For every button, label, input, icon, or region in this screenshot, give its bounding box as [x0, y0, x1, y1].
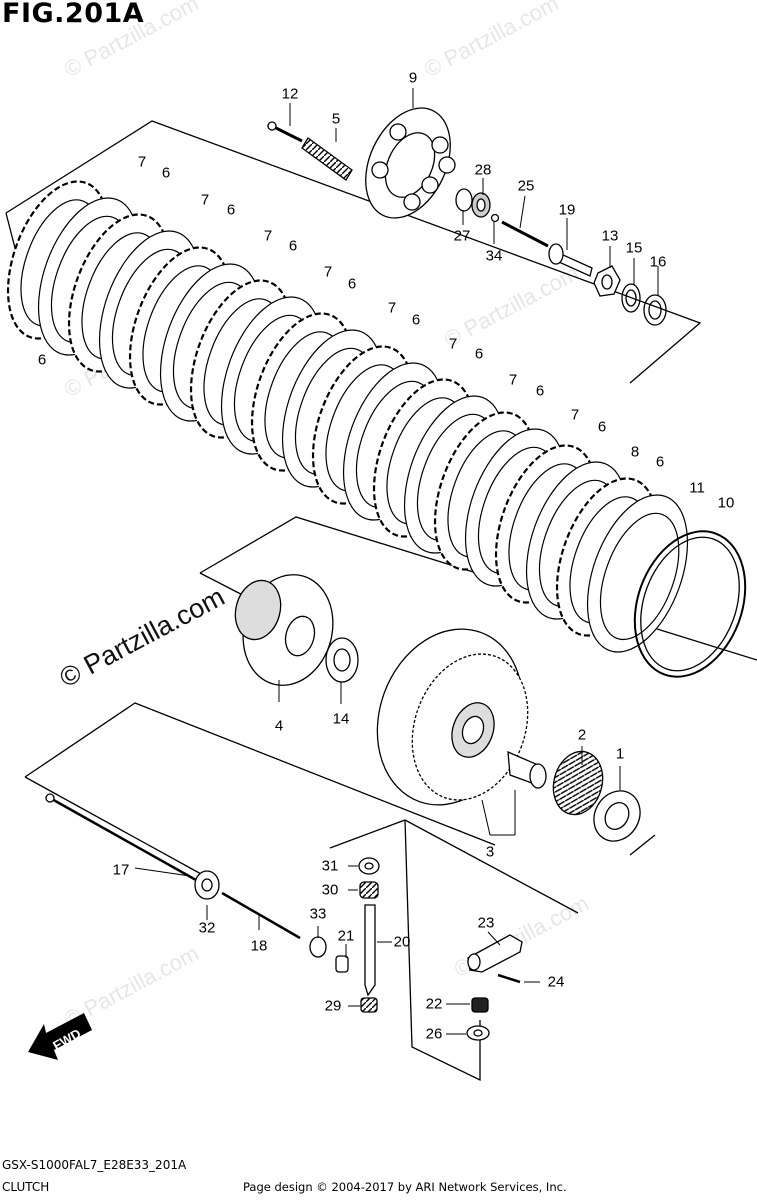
callout-17[interactable]: 17 [112, 861, 130, 879]
callout-24[interactable]: 24 [547, 973, 565, 991]
callout-33[interactable]: 33 [309, 905, 327, 923]
callout-26[interactable]: 26 [425, 1025, 443, 1043]
callout-14[interactable]: 14 [332, 710, 350, 728]
callout-6[interactable]: 6 [161, 164, 171, 182]
fwd-arrow-icon [28, 1013, 92, 1060]
callout-27[interactable]: 27 [453, 227, 471, 245]
callout-7[interactable]: 7 [387, 299, 397, 317]
callout-25[interactable]: 25 [517, 177, 535, 195]
frame-top-line [5, 120, 702, 384]
callout-1[interactable]: 1 [615, 745, 625, 763]
callout-7[interactable]: 7 [570, 406, 580, 424]
callout-28[interactable]: 28 [474, 161, 492, 179]
callout-5[interactable]: 5 [331, 110, 341, 128]
callout-34[interactable]: 34 [485, 247, 503, 265]
section-name: CLUTCH [2, 1180, 50, 1194]
callout-11[interactable]: 11 [689, 479, 705, 497]
callout-6[interactable]: 6 [535, 382, 545, 400]
callout-4[interactable]: 4 [274, 717, 284, 735]
callout-6[interactable]: 6 [288, 237, 298, 255]
callout-23[interactable]: 23 [477, 914, 495, 932]
callout-6[interactable]: 6 [226, 201, 236, 219]
callout-3[interactable]: 3 [485, 843, 495, 861]
callout-7[interactable]: 7 [448, 335, 458, 353]
callout-8[interactable]: 8 [630, 443, 640, 461]
callout-6[interactable]: 6 [37, 351, 47, 369]
drive-plate [586, 494, 689, 653]
callout-6[interactable]: 6 [347, 275, 357, 293]
callout-7[interactable]: 7 [263, 227, 273, 245]
callout-13[interactable]: 13 [601, 227, 619, 245]
plate-inner-edge [599, 512, 680, 641]
callout-31[interactable]: 31 [321, 857, 339, 875]
callout-15[interactable]: 15 [625, 239, 643, 257]
callout-12[interactable]: 12 [281, 85, 299, 103]
callout-7[interactable]: 7 [508, 371, 518, 389]
page-credit: Page design © 2004-2017 by ARI Network S… [243, 1180, 567, 1194]
callout-29[interactable]: 29 [324, 997, 342, 1015]
callout-30[interactable]: 30 [321, 881, 339, 899]
callout-22[interactable]: 22 [425, 995, 443, 1013]
callout-19[interactable]: 19 [558, 201, 576, 219]
callout-7[interactable]: 7 [323, 263, 333, 281]
callout-7[interactable]: 7 [137, 153, 147, 171]
model-code: GSX-S1000FAL7_E28E33_201A [2, 1158, 187, 1172]
callout-20[interactable]: 20 [393, 933, 411, 951]
callout-6[interactable]: 6 [474, 345, 484, 363]
callout-18[interactable]: 18 [250, 937, 268, 955]
clutch-plate-stack [6, 180, 689, 653]
callout-21[interactable]: 21 [337, 927, 355, 945]
callout-6[interactable]: 6 [655, 453, 665, 471]
callout-7[interactable]: 7 [200, 191, 210, 209]
callout-2[interactable]: 2 [577, 726, 587, 744]
callout-10[interactable]: 10 [717, 494, 735, 512]
callout-6[interactable]: 6 [597, 418, 607, 436]
callout-32[interactable]: 32 [198, 919, 216, 937]
callout-6[interactable]: 6 [411, 311, 421, 329]
callout-16[interactable]: 16 [649, 253, 667, 271]
figure-title: FIG.201A [2, 0, 145, 29]
callout-9[interactable]: 9 [408, 69, 418, 87]
